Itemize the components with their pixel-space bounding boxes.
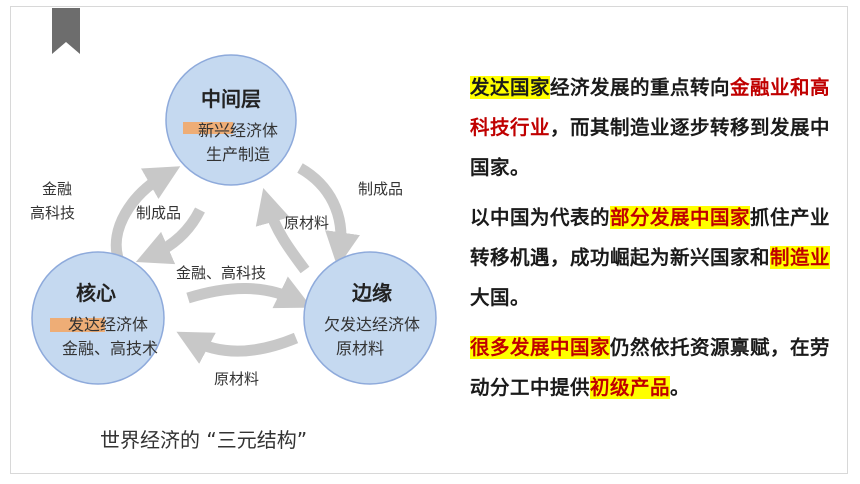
bookmark-icon bbox=[52, 8, 80, 54]
label-manufactured-goods-right: 制成品 bbox=[358, 180, 403, 198]
body-text: 抓住产业转移机遇，成功崛起为新兴国家和 bbox=[470, 206, 831, 269]
body-text: 。 bbox=[670, 376, 691, 399]
marker-stroke bbox=[50, 318, 105, 332]
core-line2: 金融、高技术 bbox=[62, 339, 158, 358]
label-finance-hightech: 金融、高科技 bbox=[176, 264, 266, 282]
middle-line2: 生产制造 bbox=[206, 145, 270, 164]
label-finance: 金融 bbox=[42, 180, 72, 198]
marker-stroke bbox=[183, 122, 233, 134]
paragraph-3: 很多发展中国家仍然依托资源禀赋，在劳动分工中提供初级产品。 bbox=[470, 328, 842, 408]
arrow-middle-to-periphery bbox=[297, 163, 360, 268]
paragraph-1: 发达国家经济发展的重点转向金融业和高科技行业，而其制造业逐步转移到发展中国家。 bbox=[470, 68, 842, 188]
arrow-core-to-middle bbox=[110, 166, 181, 260]
middle-line1: 新兴经济体 bbox=[198, 121, 278, 140]
arrow-core-to-periphery bbox=[186, 276, 312, 309]
label-raw-materials-middle: 原材料 bbox=[284, 214, 329, 232]
periphery-circle bbox=[303, 251, 437, 385]
middle-circle bbox=[165, 54, 297, 186]
middle-title: 中间层 bbox=[201, 87, 261, 111]
highlight-emphasis-text: 很多发展中国家 bbox=[470, 336, 611, 359]
arrow-periphery-to-middle bbox=[255, 188, 310, 274]
core-title: 核心 bbox=[76, 281, 116, 305]
arrow-periphery-to-core bbox=[176, 331, 299, 364]
highlight-text: 发达国家 bbox=[470, 76, 551, 99]
body-text: 大国。 bbox=[470, 286, 531, 309]
arrow-middle-to-core bbox=[135, 207, 205, 265]
diagram-caption: 世界经济的 “三元结构” bbox=[100, 428, 308, 452]
highlight-emphasis-text: 部分发展中国家 bbox=[610, 206, 751, 229]
three-tier-diagram: 中间层 新兴经济体 生产制造 核心 发达经济体 金融、高技术 边缘 欠发达经济体… bbox=[30, 54, 437, 388]
body-text: ，而其制造业逐步转移到发展中国家。 bbox=[470, 116, 831, 179]
body-text: 经济发展的重点转向 bbox=[550, 76, 731, 99]
label-manufactured-goods-left: 制成品 bbox=[136, 204, 181, 222]
slide-frame bbox=[10, 6, 848, 474]
text-panel: 发达国家经济发展的重点转向金融业和高科技行业，而其制造业逐步转移到发展中国家。 … bbox=[470, 68, 842, 418]
emphasis-text: 金融业和高科技行业 bbox=[470, 76, 831, 139]
label-raw-materials-bottom: 原材料 bbox=[214, 370, 259, 388]
flow-arrows bbox=[110, 163, 360, 364]
core-line1: 发达经济体 bbox=[68, 315, 148, 334]
paragraph-2: 以中国为代表的部分发展中国家抓住产业转移机遇，成功崛起为新兴国家和制造业大国。 bbox=[470, 198, 842, 318]
highlight-emphasis-text: 制造业 bbox=[770, 246, 831, 269]
label-hightech: 高科技 bbox=[30, 204, 75, 222]
highlight-emphasis-text: 初级产品 bbox=[590, 376, 671, 399]
body-text: 以中国为代表的 bbox=[470, 206, 611, 229]
periphery-title: 边缘 bbox=[351, 281, 392, 305]
body-text: 仍然依托资源禀赋，在劳动分工中提供 bbox=[470, 336, 831, 399]
periphery-line1: 欠发达经济体 bbox=[324, 315, 420, 334]
periphery-line2: 原材料 bbox=[336, 339, 384, 358]
